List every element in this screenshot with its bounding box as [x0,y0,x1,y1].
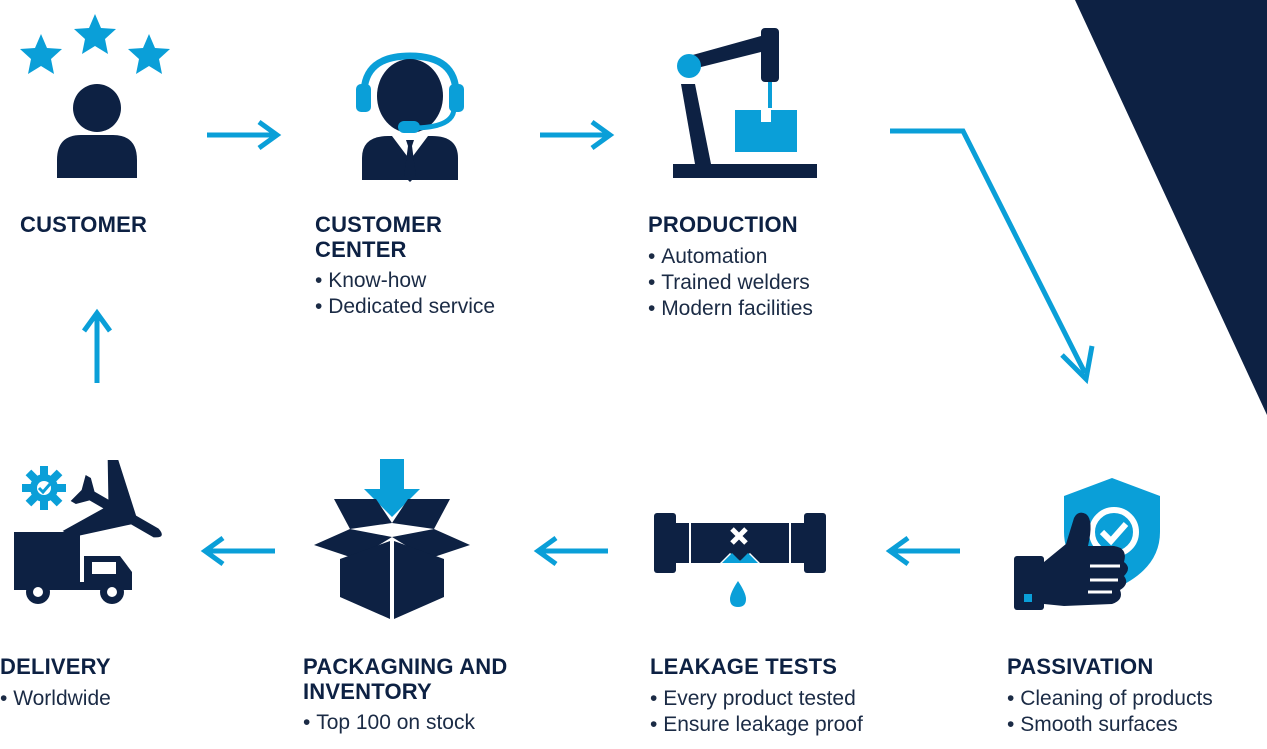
open-box-icon [314,459,470,619]
step-bullets-packaging: Top 100 on stock [303,710,475,736]
step-title-leakage-tests: LEAKAGE TESTS [650,654,838,679]
bullet-item: Every product tested [650,686,863,712]
step-title-customer: CUSTOMER [20,212,148,237]
bullet-item: Know-how [315,268,495,294]
step-title-packaging: PACKAGNING AND INVENTORY [303,654,508,704]
robot-arm-icon [673,28,817,178]
step-title-production: PRODUCTION [648,212,798,237]
headset-agent-icon [356,52,464,182]
bullet-item: Modern facilities [648,296,813,322]
thumbs-up-shield-icon [1014,478,1160,610]
step-title-customer-center: CUSTOMER CENTER [315,212,443,262]
bullet-item: Smooth surfaces [1007,712,1213,738]
bullet-item: Trained welders [648,270,813,296]
bullet-item: Automation [648,244,813,270]
bullet-item: Ensure leakage proof [650,712,863,738]
bullet-item: Worldwide [0,686,111,712]
customer-rating-icon [20,14,170,178]
step-bullets-customer-center: Know-how Dedicated service [315,268,495,320]
arrow-left-icon [200,535,275,567]
truck-plane-icon [14,460,162,604]
arrow-bent-down-icon [890,128,1095,385]
step-bullets-leakage-tests: Every product tested Ensure leakage proo… [650,686,863,738]
arrow-left-icon [533,535,608,567]
step-bullets-production: Automation Trained welders Modern facili… [648,244,813,322]
step-bullets-passivation: Cleaning of products Smooth surfaces [1007,686,1213,738]
arrow-right-icon [207,119,282,151]
arrow-left-icon [885,535,960,567]
pipe-leak-icon [654,513,826,607]
arrow-up-icon [81,308,113,383]
bullet-item: Cleaning of products [1007,686,1213,712]
bullet-item: Dedicated service [315,294,495,320]
bullet-item: Top 100 on stock [303,710,475,736]
step-title-passivation: PASSIVATION [1007,654,1154,679]
arrow-right-icon [540,119,615,151]
step-title-delivery: DELIVERY [0,654,111,679]
step-bullets-delivery: Worldwide [0,686,111,712]
